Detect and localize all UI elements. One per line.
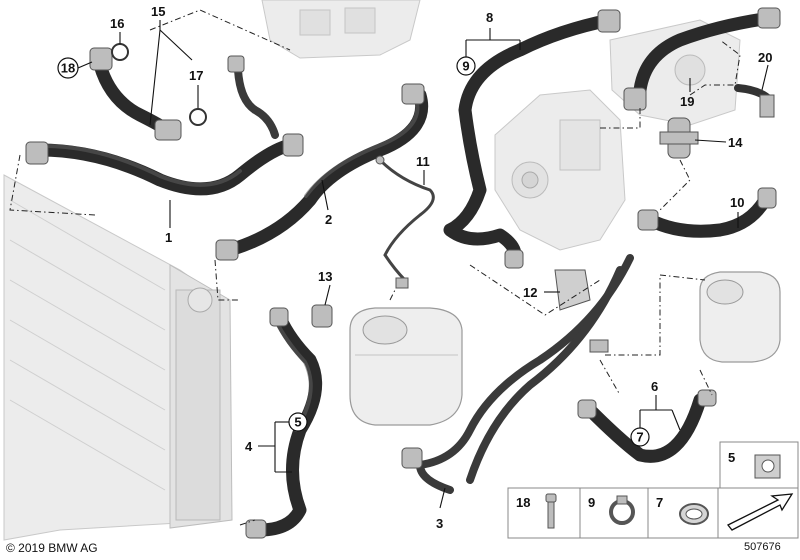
thermostat-14: [659, 117, 699, 159]
radiator: [3, 174, 233, 541]
pipe-11: [375, 155, 435, 289]
callout-20: 20: [758, 50, 772, 65]
connector-lines: [9, 9, 741, 526]
callout-1: 1: [165, 230, 172, 245]
callout-12: 12: [523, 285, 537, 300]
circled-callout-9: 9: [462, 59, 469, 74]
leader-lines: [77, 20, 769, 509]
callout-6: 6: [651, 379, 658, 394]
callout-16: 16: [110, 16, 124, 31]
seal-ring-17: [189, 108, 207, 126]
hose-15-upper: [89, 47, 182, 141]
clamp-7-icon: [679, 503, 709, 525]
circled-callouts: 18 9 5 7: [57, 56, 650, 447]
circled-callout-18: 18: [61, 61, 75, 76]
engine-block: [261, 0, 421, 59]
hose-10: [637, 187, 777, 238]
parts-legend: 5 18 9 7: [507, 441, 799, 539]
screw-18-icon: [545, 493, 557, 529]
legend-label-18: 18: [516, 495, 530, 510]
callout-15: 15: [151, 4, 165, 19]
callout-14: 14: [728, 135, 743, 150]
expansion-tank: [349, 307, 463, 426]
arrow-icon: [726, 493, 794, 531]
clamp-12: [554, 269, 591, 311]
document-number: 507676: [744, 541, 781, 553]
clamp-5-icon: [754, 454, 781, 479]
hose-2: [215, 83, 429, 261]
expansion-tank-small: [699, 271, 781, 363]
callout-17: 17: [189, 68, 203, 83]
callout-8: 8: [486, 10, 493, 25]
circled-callout-7: 7: [636, 430, 643, 445]
callout-3: 3: [436, 516, 443, 531]
seal-ring-16: [111, 43, 129, 61]
callout-4: 4: [245, 439, 253, 454]
hose-right-upper: [227, 55, 279, 139]
callout-19: 19: [680, 94, 694, 109]
circled-callout-5: 5: [294, 415, 301, 430]
copyright: © 2019 BMW AG: [6, 541, 98, 555]
fitting-20: [734, 84, 775, 118]
legend-label-5: 5: [728, 450, 735, 465]
callout-numbers: 1 2 3 4 6 8 10 11 12 13 14 15 16 17 19 2…: [110, 4, 772, 531]
hose-3: [401, 254, 634, 494]
callout-2: 2: [325, 212, 332, 227]
callout-10: 10: [730, 195, 744, 210]
water-pump-housing: [494, 89, 626, 251]
hose-1: [25, 133, 304, 196]
callout-13: 13: [318, 269, 332, 284]
hose-6: [577, 389, 717, 463]
legend-label-9: 9: [588, 495, 595, 510]
clamp-9-icon: [609, 495, 635, 525]
sensor-13: [311, 304, 333, 328]
legend-label-7: 7: [656, 495, 663, 510]
hose-19: [623, 7, 781, 111]
callout-11: 11: [416, 154, 430, 169]
